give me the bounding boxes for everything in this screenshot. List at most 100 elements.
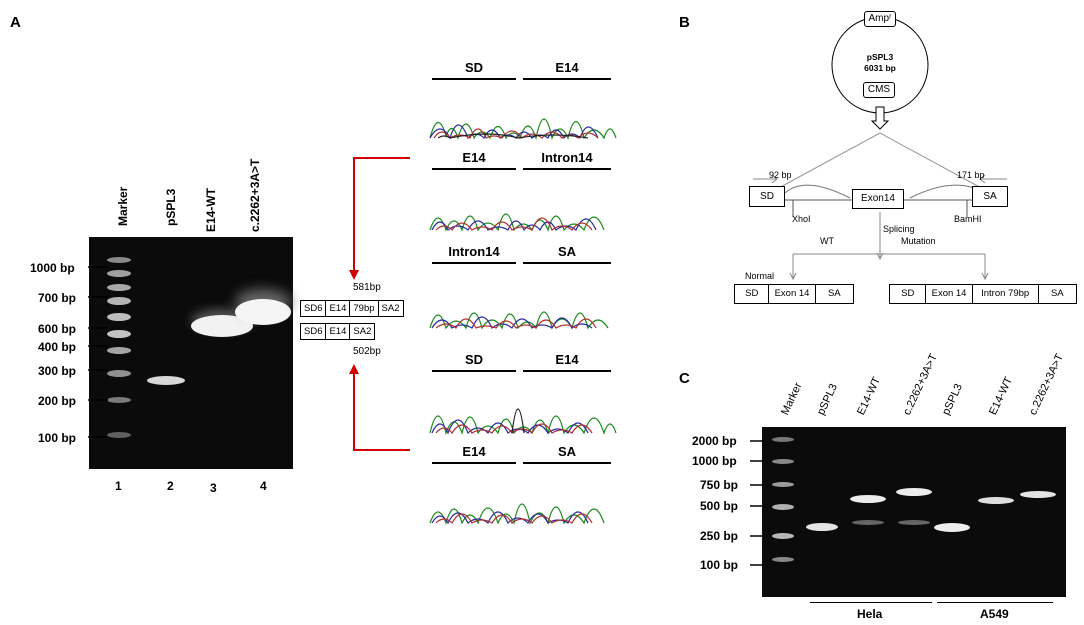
- ladder-band: [107, 370, 131, 377]
- trace3-right-bar: [523, 262, 611, 264]
- ladder-ticks-a: [88, 266, 108, 438]
- mutant-product: SD Exon 14 Intron 79bp SA: [889, 284, 1077, 304]
- lane-label-e14wt: E14-WT: [204, 187, 218, 232]
- mut-hela-band: [896, 488, 932, 496]
- a549-bar: [937, 602, 1053, 603]
- ladder-band: [772, 482, 794, 487]
- segment-e14: E14: [326, 324, 351, 339]
- pspl3-hela-band: [806, 523, 838, 531]
- trace1-left-label: SD: [464, 60, 484, 75]
- ladder-band: [107, 270, 131, 277]
- trace4-left-bar: [432, 370, 516, 372]
- mut-a549-band: [1020, 491, 1056, 498]
- exon14-box: Exon14: [852, 189, 904, 209]
- ladder-band: [107, 297, 131, 305]
- trace4-left-label: SD: [464, 352, 484, 367]
- trace5-left-bar: [432, 462, 516, 464]
- ladder-label-1000: 1000 bp: [30, 261, 75, 275]
- pspl3-a549-band: [934, 523, 970, 532]
- c-lane-label-mut-hela: c.2262+3A>T: [901, 352, 940, 417]
- ladder-label-100: 100 bp: [38, 431, 77, 445]
- ladder-band: [107, 257, 131, 263]
- normal-label: Normal: [745, 271, 775, 281]
- plasmid-size: 6031 bp: [864, 63, 896, 73]
- segment-sa2: SA2: [381, 303, 400, 314]
- ladder-band: [772, 504, 794, 510]
- c-lane-label-e14wt-hela: E14-WT: [855, 375, 884, 417]
- trace3-left-bar: [432, 262, 516, 264]
- cell-line-a549: A549: [980, 607, 1009, 621]
- trace3-right-label: SA: [557, 244, 577, 259]
- mut-sa: SA: [1050, 288, 1064, 299]
- c-ladder-2000: 2000 bp: [692, 434, 737, 448]
- segment-sd6: SD6: [301, 324, 327, 339]
- construct-long: SD6 E14 79bp SA2: [300, 300, 404, 317]
- wt-product: SD Exon 14 SA: [734, 284, 854, 304]
- plasmid-name: pSPL3: [866, 52, 894, 62]
- ladder-band: [772, 437, 794, 442]
- trace1-right-bar: [523, 78, 611, 80]
- trace5-right-bar: [523, 462, 611, 464]
- trace4-right-label: E14: [555, 352, 579, 367]
- c-lane-label-marker: Marker: [779, 380, 805, 417]
- e14wt-hela-band: [850, 495, 886, 503]
- ladder-band: [107, 397, 131, 403]
- segment-e14: E14: [326, 301, 351, 316]
- ladder-band: [772, 557, 794, 562]
- ladder-label-700: 700 bp: [38, 291, 77, 305]
- c-ladder-750: 750 bp: [700, 478, 739, 492]
- mutant-band: [235, 299, 291, 325]
- c-ladder-1000: 1000 bp: [692, 454, 737, 468]
- mut-hela-faint-band: [898, 520, 930, 525]
- mut-sd: SD: [890, 285, 927, 303]
- ladder-band: [107, 330, 131, 338]
- sd-box: SD: [749, 186, 785, 207]
- trace2-right-bar: [523, 168, 611, 170]
- segment-sd6: SD6: [301, 301, 327, 316]
- ladder-band: [107, 347, 131, 354]
- trace2-right-label: Intron14: [541, 150, 593, 165]
- ladder-band: [772, 459, 794, 464]
- splicing-diagram: [753, 16, 1007, 281]
- trace5-right-label: SA: [557, 444, 577, 459]
- mut-intron: Intron 79bp: [973, 285, 1039, 303]
- e14wt-band: [191, 315, 253, 337]
- trace1-left-bar: [432, 78, 516, 80]
- panel-c-letter: C: [679, 370, 690, 387]
- primer-right-label: 171 bp: [957, 170, 985, 180]
- ladder-band: [107, 432, 131, 438]
- size-label-581: 581bp: [353, 282, 381, 293]
- construct-short: SD6 E14 SA2: [300, 323, 376, 340]
- ladder-band: [772, 533, 794, 539]
- c-ladder-250: 250 bp: [700, 529, 739, 543]
- c-ladder-500: 500 bp: [700, 499, 739, 513]
- lane-label-pspl3: pSPL3: [164, 188, 178, 226]
- wt-sa: SA: [827, 288, 841, 299]
- trace5-left-label: E14: [462, 444, 486, 459]
- wt-label: WT: [820, 236, 834, 246]
- e14wt-hela-faint-band: [852, 520, 884, 525]
- wt-exon14: Exon 14: [769, 285, 816, 303]
- ladder-label-600: 600 bp: [38, 322, 77, 336]
- lane-label-mutant: c.2262+3A>T: [248, 158, 262, 232]
- c-lane-label-e14wt-a549: E14-WT: [987, 375, 1016, 417]
- ladder-ticks-c: [750, 440, 764, 566]
- segment-sa2: SA2: [353, 326, 372, 337]
- ladder-label-200: 200 bp: [38, 394, 77, 408]
- trace2-left-bar: [432, 168, 516, 170]
- e14wt-a549-band: [978, 497, 1014, 504]
- trace2-left-label: E14: [462, 150, 486, 165]
- lane-label-marker: Marker: [116, 186, 130, 226]
- trace1-right-label: E14: [555, 60, 579, 75]
- primer-left-label: 92 bp: [769, 170, 792, 180]
- size-label-502-text: 502bp: [353, 346, 381, 357]
- c-ladder-100: 100 bp: [700, 558, 739, 572]
- mutation-label: Mutation: [901, 236, 936, 246]
- wt-sd: SD: [735, 285, 770, 303]
- cms-label: CMS: [863, 82, 895, 98]
- gel-image-c: [762, 427, 1066, 597]
- amp-label: Ampʳ: [864, 11, 896, 27]
- xhoi-label: XhoI: [792, 214, 811, 224]
- gel-image-a: [89, 237, 293, 469]
- pspl3-band: [147, 376, 185, 385]
